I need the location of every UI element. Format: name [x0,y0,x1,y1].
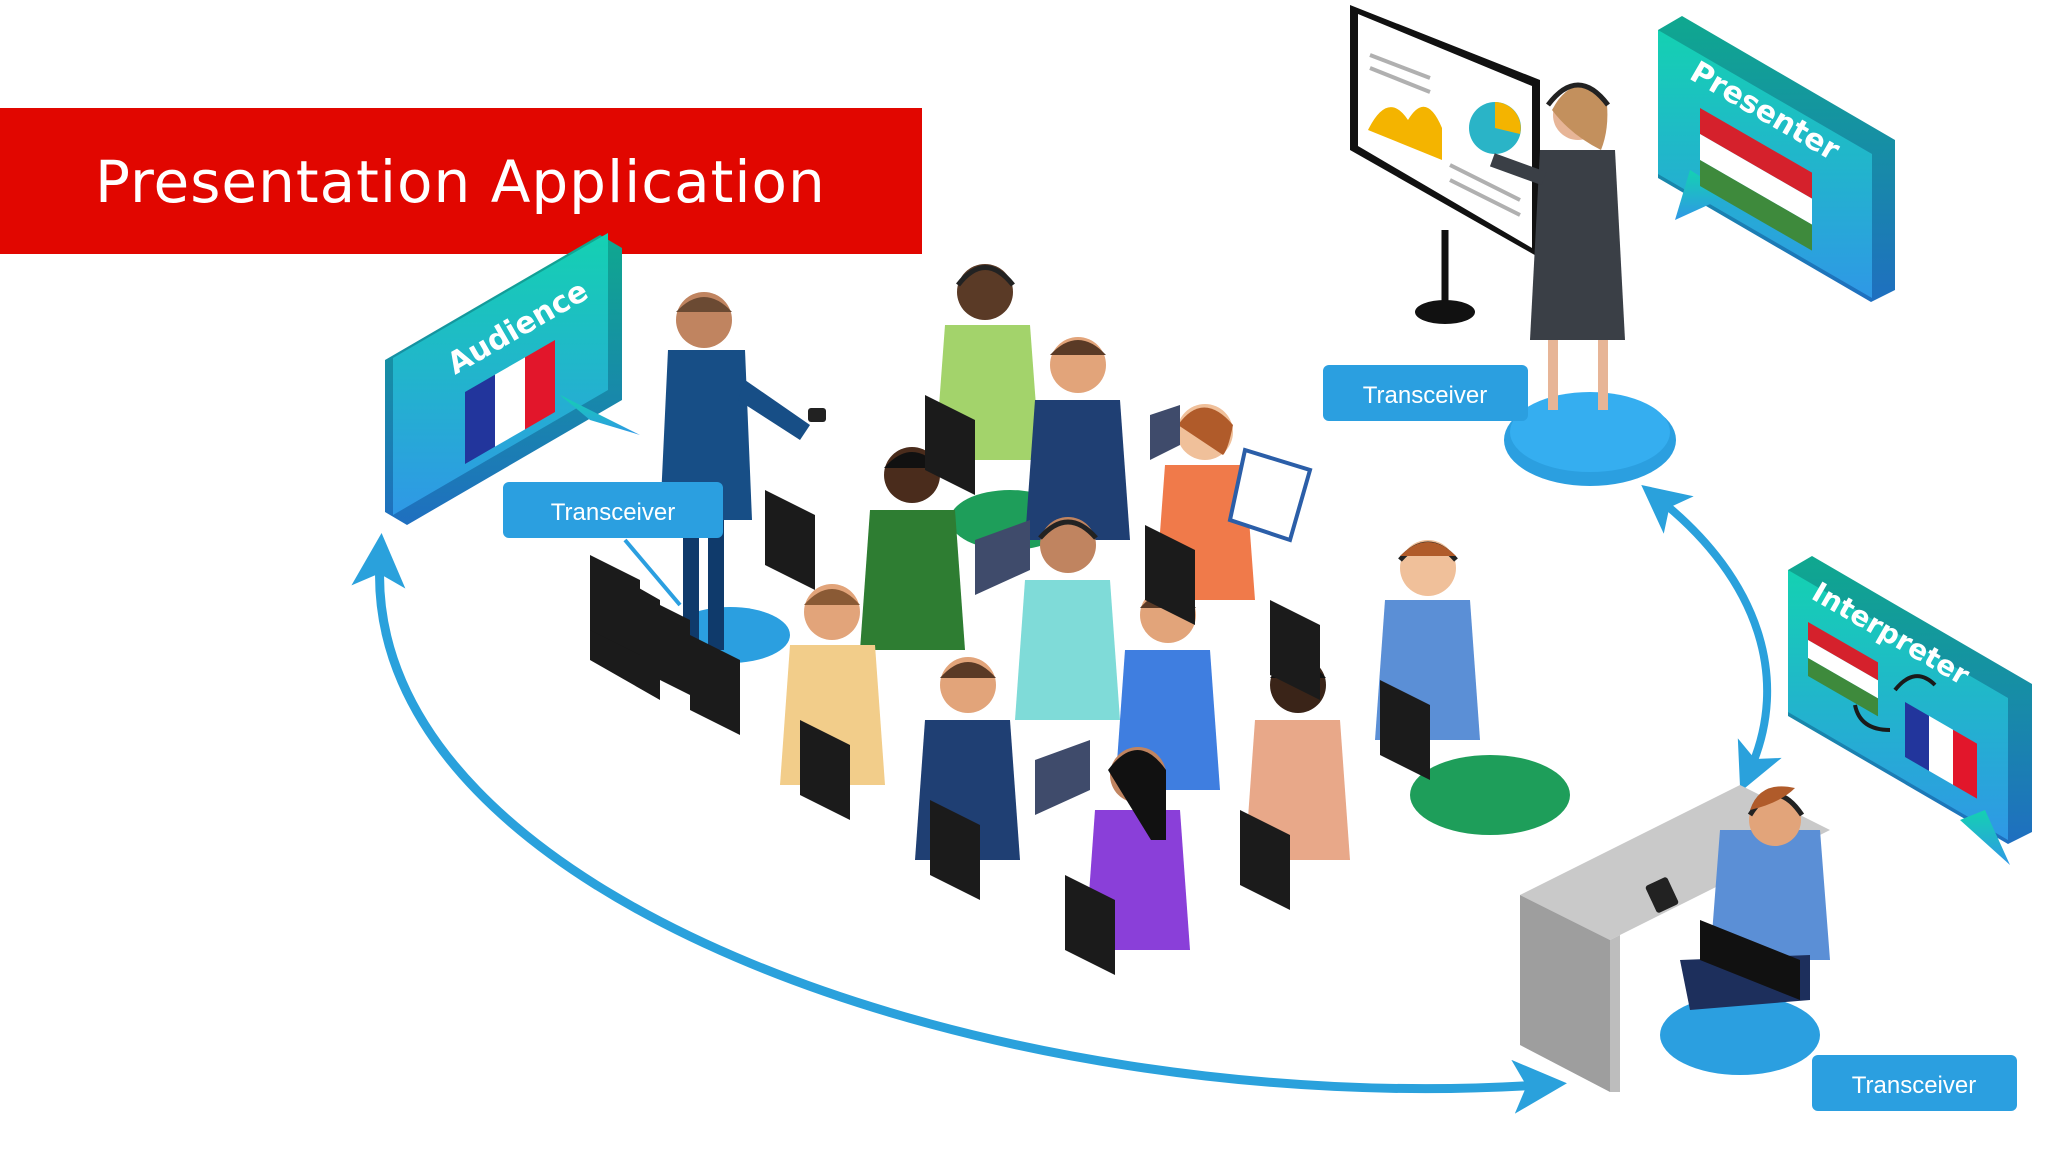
presenter-platform [1504,392,1676,486]
laptop-icon [975,405,1180,815]
headset-icon [1546,82,1610,107]
audience-member [1015,517,1120,720]
presentation-board [1350,5,1540,324]
presenter-transceiver-label: Transceiver [1363,382,1487,409]
page-title: Presentation Application [95,148,826,216]
audience-transceiver-tag: Transceiver [503,482,723,607]
audience-bubble: Audience [385,233,640,525]
hungary-flag-small-icon [1808,622,1878,717]
presenter-bubble: Presenter [1658,16,1895,302]
hungary-flag-icon [1700,108,1812,251]
guide-figure [660,292,826,650]
phone-icon [1645,877,1679,913]
interpreter-figure [1680,786,1830,1010]
audience-transceiver-label: Transceiver [551,499,675,526]
france-flag-small-icon [1905,702,1977,799]
presenter-figure [1489,82,1625,410]
audience-member [860,447,965,650]
swap-arrow-icon [1893,674,1937,692]
interpreter-transceiver-label: Transceiver [1852,1072,1976,1099]
audience-area [590,264,1570,975]
france-flag-icon [465,340,555,464]
audience-member [1025,337,1130,540]
title-banner: Presentation Application [0,108,922,254]
transceiver-device-icon [808,408,826,422]
swap-arrow-back-icon [1853,704,1891,732]
clipboard-icon [1227,447,1313,543]
chairs [590,395,1430,975]
presenter-transceiver-tag: Transceiver [1323,365,1528,421]
audience-interpreter-arrow [351,533,1567,1114]
area-chart-icon [1368,106,1442,160]
interpreter-transceiver-tag: Transceiver [1812,1055,2017,1111]
interpreter-bubble: Interpreter [1788,556,2032,865]
presenter-interpreter-arrow [1641,484,1782,792]
